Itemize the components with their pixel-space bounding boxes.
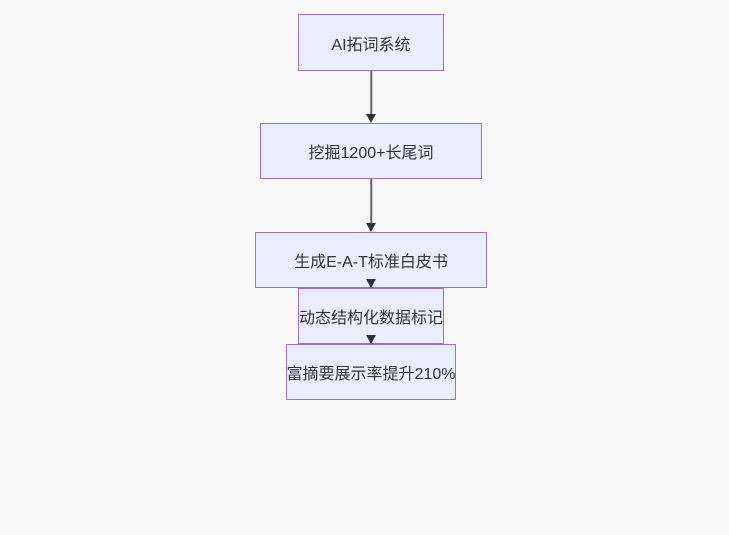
arrowhead-icon bbox=[366, 114, 376, 123]
flow-node-1-label: AI拓词系统 bbox=[331, 36, 411, 54]
flowchart: AI拓词系统 挖掘1200+长尾词 生成E-A-T标准白皮书 动态结构化数据标记… bbox=[255, 14, 487, 400]
flow-node-1: AI拓词系统 bbox=[298, 14, 444, 71]
flow-arrow-1 bbox=[255, 71, 487, 123]
flow-node-5-label: 富摘要展示率提升210% bbox=[286, 366, 456, 383]
arrowhead-icon bbox=[366, 223, 376, 232]
flow-node-3: 生成E-A-T标准白皮书 bbox=[255, 232, 487, 288]
arrow-line bbox=[370, 179, 372, 225]
flow-arrow-2 bbox=[255, 179, 487, 232]
flow-node-3-label: 生成E-A-T标准白皮书 bbox=[294, 254, 448, 271]
flow-node-4-label: 动态结构化数据标记 bbox=[298, 310, 443, 327]
flow-node-5: 富摘要展示率提升210% bbox=[285, 344, 457, 400]
flow-node-2: 挖掘1200+长尾词 bbox=[260, 123, 482, 179]
arrow-line bbox=[370, 71, 372, 116]
arrowhead-icon bbox=[366, 279, 376, 288]
arrowhead-icon bbox=[366, 335, 376, 344]
flow-node-2-label: 挖掘1200+长尾词 bbox=[308, 145, 434, 162]
